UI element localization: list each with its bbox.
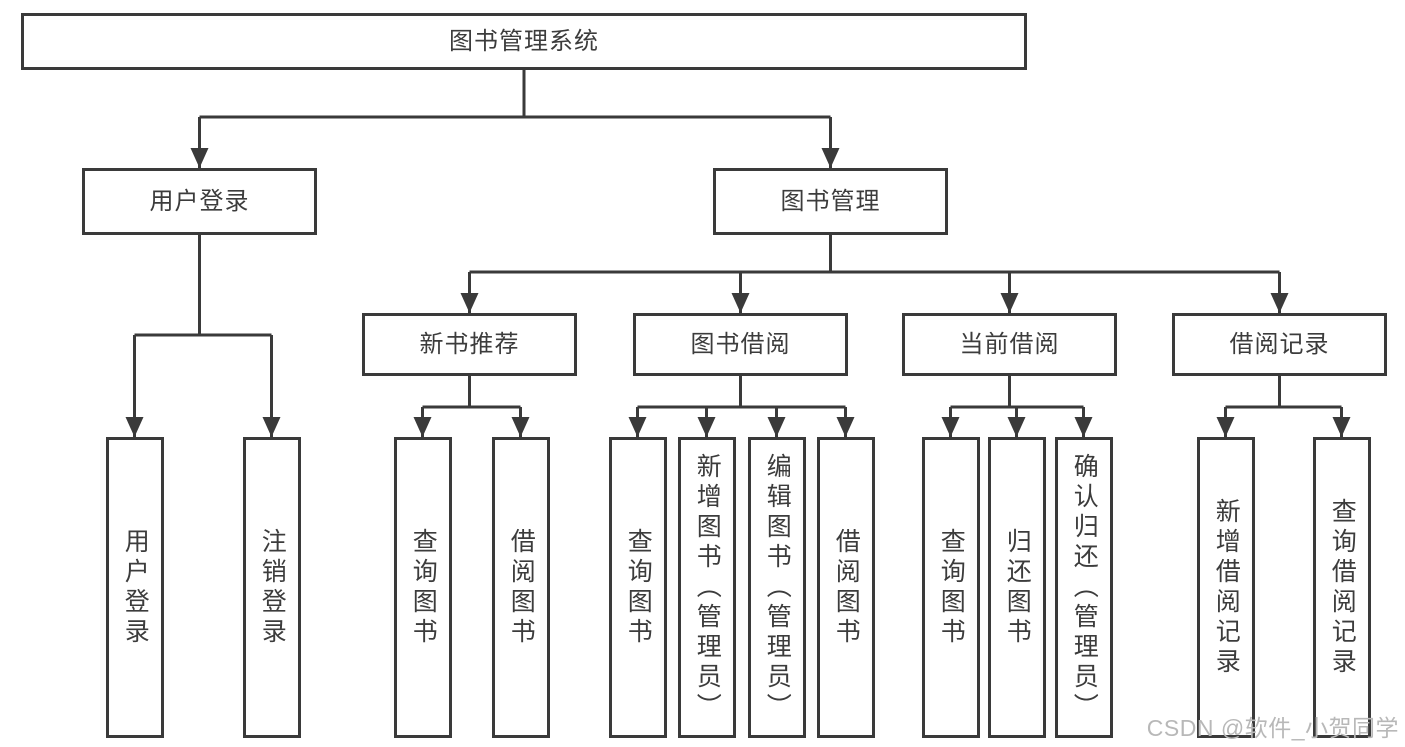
node-borrow-record: 借阅记录 [1172, 313, 1387, 376]
leaf-query-book-recommend: 查询图书 [393, 437, 452, 738]
leaf-edit-book-admin: 编辑图书（管理员） [747, 437, 806, 738]
leaf-borrow-book-borrow: 借阅图书 [816, 437, 875, 738]
leaf-add-book-admin: 新增图书（管理员） [677, 437, 736, 738]
leaf-return-book: 归还图书 [987, 437, 1046, 738]
leaf-confirm-return-admin: 确认归还（管理员） [1054, 437, 1113, 738]
leaf-query-book-current: 查询图书 [921, 437, 980, 738]
node-book-borrow: 图书借阅 [633, 313, 848, 376]
node-new-book-recommend: 新书推荐 [362, 313, 577, 376]
leaf-user-login: 用户登录 [105, 437, 164, 738]
leaf-query-book-borrow: 查询图书 [608, 437, 667, 738]
node-user-login: 用户登录 [82, 168, 317, 235]
leaf-logout: 注销登录 [242, 437, 301, 738]
node-book-management: 图书管理 [713, 168, 948, 235]
leaf-query-borrow-record: 查询借阅记录 [1312, 437, 1371, 738]
csdn-watermark: CSDN @软件_小贺同学 [1146, 715, 1399, 741]
connector-segments [133, 70, 1343, 437]
node-root-system: 图书管理系统 [21, 13, 1027, 70]
leaf-add-borrow-record: 新增借阅记录 [1196, 437, 1255, 738]
leaf-borrow-book-recommend: 借阅图书 [491, 437, 550, 738]
node-current-borrow: 当前借阅 [902, 313, 1117, 376]
